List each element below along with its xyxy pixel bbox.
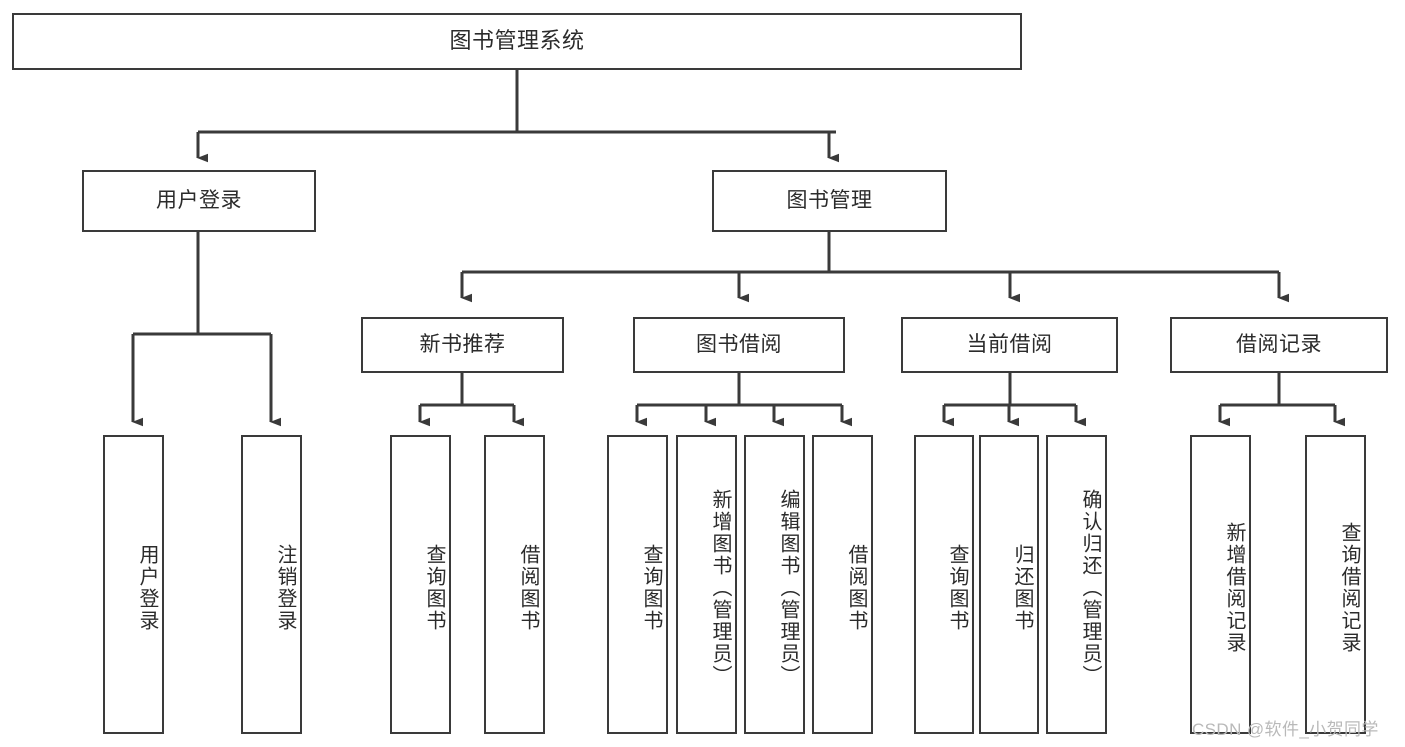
node-label: 新书推荐 (419, 333, 506, 357)
node-new-book-recommend[interactable]: 新书推荐 (361, 317, 564, 373)
node-book-management[interactable]: 图书管理 (712, 170, 947, 232)
node-label: 借阅记录 (1236, 333, 1322, 357)
node-label: 图书管理 (786, 189, 873, 213)
node-root-book-management-system[interactable]: 图书管理系统 (12, 13, 1022, 70)
node-label: 查询图书 (640, 543, 662, 632)
leaf-query-book-current[interactable]: 查询图书 (914, 435, 974, 734)
node-label: 当前借阅 (966, 333, 1053, 357)
node-label: 用户登录 (136, 543, 158, 632)
node-label: 编辑图书（管理员） (777, 488, 799, 687)
leaf-query-book-recommend[interactable]: 查询图书 (390, 435, 451, 734)
node-label: 确认归还（管理员） (1079, 488, 1101, 687)
node-label: 新增图书（管理员） (709, 488, 731, 687)
leaf-borrow-book-recommend[interactable]: 借阅图书 (484, 435, 545, 734)
node-user-login[interactable]: 用户登录 (82, 170, 316, 232)
node-label: 归还图书 (1011, 543, 1033, 632)
node-label: 查询借阅记录 (1338, 521, 1360, 654)
leaf-confirm-return-admin[interactable]: 确认归还（管理员） (1046, 435, 1107, 734)
node-book-borrow[interactable]: 图书借阅 (633, 317, 845, 373)
leaf-add-book-admin[interactable]: 新增图书（管理员） (676, 435, 737, 734)
leaf-query-borrow-record[interactable]: 查询借阅记录 (1305, 435, 1366, 734)
watermark: CSDN @软件_小贺同学 (1192, 720, 1379, 739)
node-label: 新增借阅记录 (1223, 521, 1245, 654)
node-label: 图书管理系统 (449, 28, 585, 54)
leaf-edit-book-admin[interactable]: 编辑图书（管理员） (744, 435, 805, 734)
node-label: 查询图书 (423, 543, 445, 632)
node-label: 图书借阅 (696, 333, 782, 357)
node-current-borrow[interactable]: 当前借阅 (901, 317, 1118, 373)
node-label: 注销登录 (274, 543, 296, 632)
leaf-logout[interactable]: 注销登录 (241, 435, 302, 734)
leaf-add-borrow-record[interactable]: 新增借阅记录 (1190, 435, 1251, 734)
node-label: 借阅图书 (845, 543, 867, 632)
node-label: 用户登录 (156, 189, 242, 213)
leaf-user-login[interactable]: 用户登录 (103, 435, 164, 734)
leaf-query-book-borrow[interactable]: 查询图书 (607, 435, 668, 734)
node-label: 借阅图书 (517, 543, 539, 632)
leaf-borrow-book[interactable]: 借阅图书 (812, 435, 873, 734)
node-label: 查询图书 (946, 543, 968, 632)
leaf-return-book[interactable]: 归还图书 (979, 435, 1039, 734)
node-borrow-record[interactable]: 借阅记录 (1170, 317, 1388, 373)
